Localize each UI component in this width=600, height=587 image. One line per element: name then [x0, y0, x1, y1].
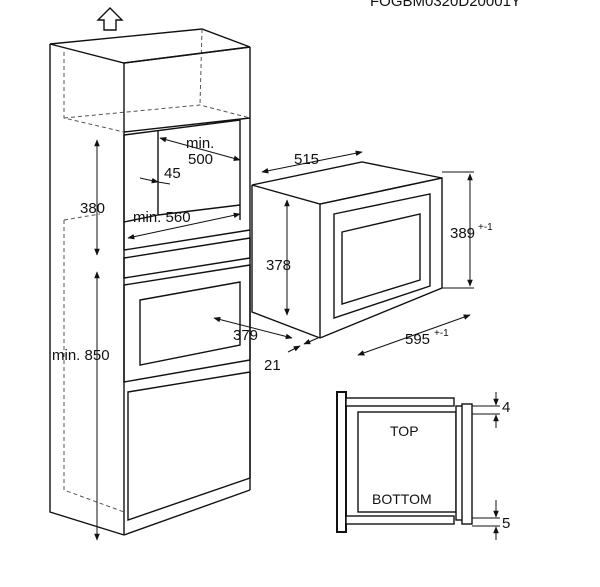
ventilation-up-arrow-icon	[96, 7, 124, 31]
dim-595: 595	[405, 331, 430, 348]
dim-389-tolerance: +-1	[478, 222, 493, 233]
dim-45: 45	[164, 165, 181, 182]
tall-cabinet	[49, 28, 251, 536]
dim-min-500-line2: 500	[188, 151, 213, 168]
dim-515: 515	[294, 151, 319, 168]
dim-595-tolerance: +-1	[434, 328, 449, 339]
dim-min-560: min. 560	[133, 209, 191, 226]
microwave-appliance	[251, 161, 443, 339]
dim-379: 379	[233, 327, 258, 344]
drawing-code: FOGBM0320D20001Y	[370, 0, 521, 10]
dim-min-500-line1: min.	[186, 135, 214, 152]
cabinet-dimensions: 380 min. 850 min. 500 45 min. 560 379 21	[52, 135, 319, 541]
dim-21: 21	[264, 357, 281, 374]
dim-4: 4	[502, 399, 510, 416]
dim-378: 378	[266, 257, 291, 274]
dim-380: 380	[80, 200, 105, 217]
dim-min-850: min. 850	[52, 347, 110, 364]
dim-389: 389	[450, 225, 475, 242]
appliance-dimensions: 515 378 389 +-1 595 +-1	[261, 150, 493, 356]
section-bottom-label: BOTTOM	[372, 491, 432, 507]
dim-5: 5	[502, 515, 510, 532]
section-top-label: TOP	[390, 423, 419, 439]
cross-section: TOP BOTTOM 4 5	[336, 391, 510, 540]
